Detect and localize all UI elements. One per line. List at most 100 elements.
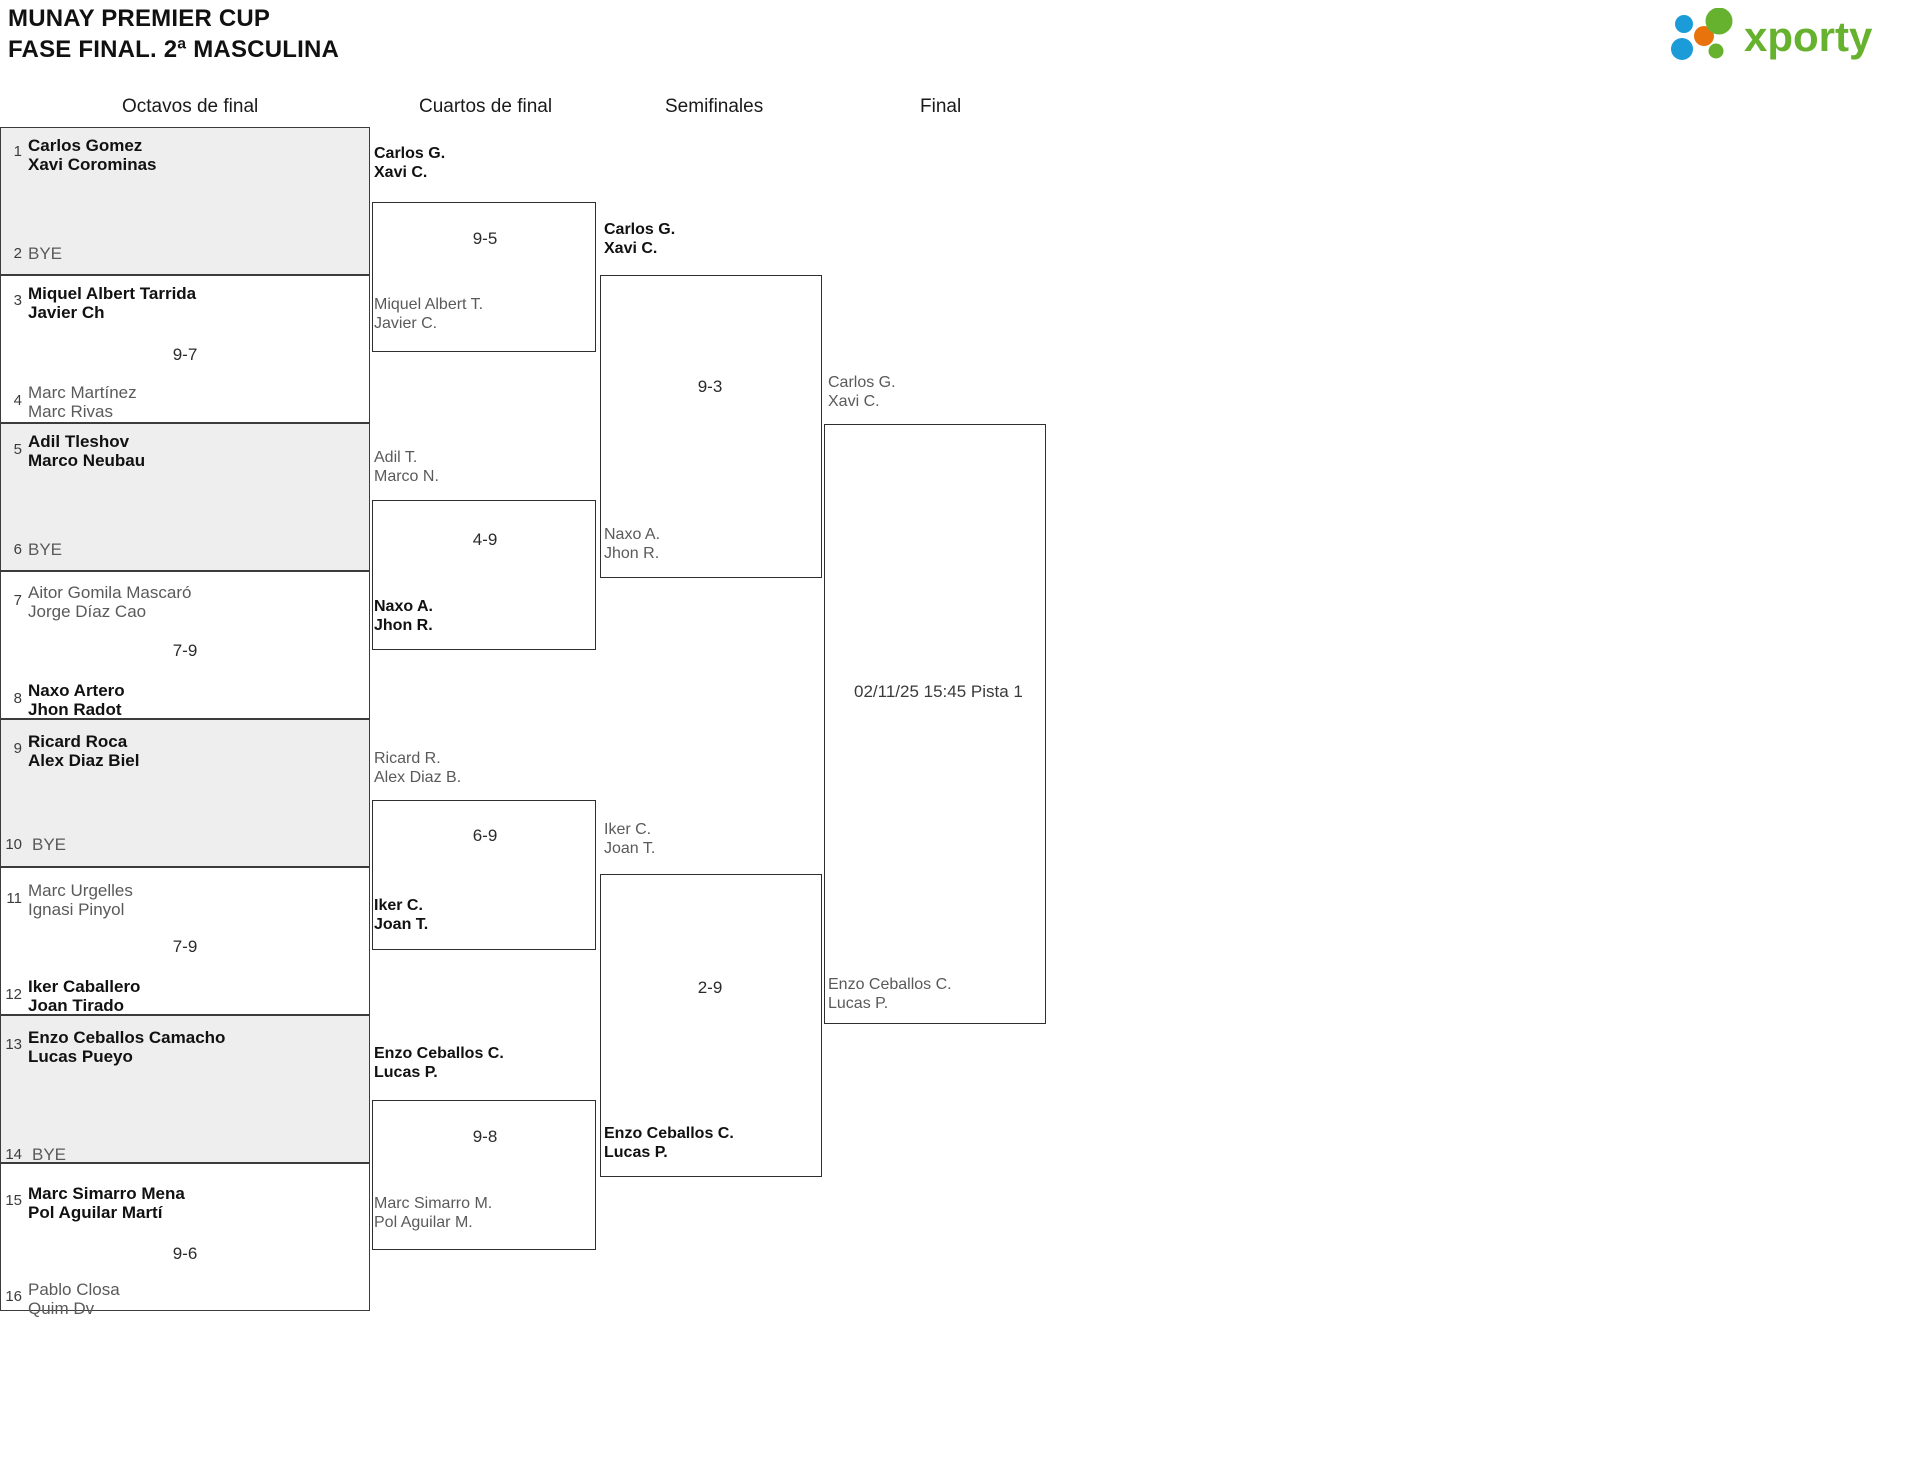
r16-seed-7: 7 — [13, 592, 22, 609]
qf-player-3a: Adil T. — [374, 449, 418, 466]
qf-player-8b: Pol Aguilar M. — [374, 1214, 473, 1231]
r16-seed-8: 8 — [13, 690, 22, 707]
r16-player-1a: Carlos Gomez — [28, 136, 143, 155]
r16-seed-14: 14 — [5, 1146, 22, 1163]
sf-player-1a: Carlos G. — [604, 221, 676, 238]
final-match-box[interactable] — [824, 424, 1046, 1024]
final-player-1a: Carlos G. — [828, 374, 896, 391]
qf-score-2: 4-9 — [472, 530, 498, 549]
qf-player-1b: Xavi C. — [374, 164, 428, 181]
round-header-cuartos: Cuartos de final — [419, 96, 553, 117]
qf-player-2a: Miquel Albert T. — [374, 296, 484, 313]
r16-player-12a: Iker Caballero — [28, 977, 141, 996]
qf-match-3-box[interactable] — [372, 800, 596, 950]
logo-dot-green-big — [1705, 7, 1733, 35]
sf-score-2: 2-9 — [697, 978, 723, 997]
r16-match-6-box[interactable] — [0, 867, 370, 1015]
r16-player-10a: BYE — [32, 835, 67, 854]
tournament-subtitle: FASE FINAL. 2ª MASCULINA — [8, 35, 340, 63]
r16-score-2: 9-7 — [172, 345, 198, 364]
sf-match-1-box[interactable] — [600, 275, 822, 578]
r16-score-8: 9-6 — [172, 1244, 198, 1263]
logo-wordmark: xporty — [1744, 13, 1873, 60]
sf-match-2-box[interactable] — [600, 874, 822, 1177]
r16-seed-5: 5 — [13, 441, 22, 458]
r16-match-8-box[interactable] — [0, 1163, 370, 1311]
logo-dot-blue-top — [1675, 15, 1693, 33]
r16-player-12b: Joan Tirado — [28, 996, 125, 1015]
logo-dot-green-small — [1708, 43, 1724, 59]
r16-seed-6: 6 — [13, 541, 22, 558]
qf-player-1a: Carlos G. — [374, 145, 446, 162]
qf-player-2b: Javier C. — [374, 315, 438, 332]
r16-player-13a: Enzo Ceballos Camacho — [28, 1028, 226, 1047]
r16-player-3a: Miquel Albert Tarrida — [28, 284, 197, 303]
r16-player-1b: Xavi Corominas — [28, 155, 157, 174]
r16-player-4a: Marc Martínez — [28, 383, 137, 402]
sf-player-2a: Naxo A. — [604, 526, 661, 543]
final-player-2b: Lucas P. — [828, 995, 889, 1012]
r16-seed-1: 1 — [13, 143, 22, 160]
r16-seed-12: 12 — [5, 986, 22, 1003]
r16-score-4: 7-9 — [172, 641, 198, 660]
logo-dot-orange — [1694, 26, 1714, 46]
r16-seed-16: 16 — [5, 1288, 22, 1305]
r16-player-16b: Quim Dv — [28, 1299, 95, 1318]
r16-match-5-box[interactable] — [0, 719, 370, 867]
r16-player-14a: BYE — [32, 1145, 67, 1164]
r16-player-9a: Ricard Roca — [28, 732, 128, 751]
r16-player-8a: Naxo Artero — [28, 681, 125, 700]
xporty-logo[interactable]: xporty — [1662, 7, 1902, 62]
r16-match-7-box[interactable] — [0, 1015, 370, 1163]
r16-seed-15: 15 — [5, 1192, 22, 1209]
round-header-final: Final — [920, 96, 962, 117]
final-player-1b: Xavi C. — [828, 393, 880, 410]
r16-player-11b: Ignasi Pinyol — [28, 900, 125, 919]
qf-score-4: 9-8 — [472, 1127, 498, 1146]
qf-match-4-box[interactable] — [372, 1100, 596, 1250]
r16-player-2a: BYE — [28, 244, 63, 263]
sf-player-3a: Iker C. — [604, 821, 652, 838]
round-header-octavos: Octavos de final — [122, 96, 259, 117]
final-player-2a: Enzo Ceballos C. — [828, 976, 952, 993]
sf-player-2b: Jhon R. — [604, 545, 660, 562]
r16-player-3b: Javier Ch — [28, 303, 105, 322]
r16-seed-4: 4 — [13, 392, 22, 409]
r16-player-7b: Jorge Díaz Cao — [28, 602, 147, 621]
r16-player-15a: Marc Simarro Mena — [28, 1184, 185, 1203]
logo-dot-blue-bottom — [1671, 38, 1693, 60]
r16-player-13b: Lucas Pueyo — [28, 1047, 133, 1066]
qf-player-4a: Naxo A. — [374, 598, 433, 615]
sf-player-4a: Enzo Ceballos C. — [604, 1125, 734, 1142]
r16-player-11a: Marc Urgelles — [28, 881, 133, 900]
page-header: MUNAY PREMIER CUP FASE FINAL. 2ª MASCULI… — [8, 4, 339, 65]
r16-seed-13: 13 — [5, 1036, 22, 1053]
qf-player-5b: Alex Diaz B. — [374, 769, 462, 786]
r16-match-4-box[interactable] — [0, 571, 370, 719]
r16-match-2-box[interactable] — [0, 275, 370, 423]
qf-score-1: 9-5 — [472, 229, 498, 248]
r16-score-6: 7-9 — [172, 937, 198, 956]
tournament-title: MUNAY PREMIER CUP — [8, 5, 271, 32]
qf-score-3: 6-9 — [472, 826, 498, 845]
qf-player-7b: Lucas P. — [374, 1064, 438, 1081]
r16-player-5b: Marco Neubau — [28, 451, 146, 470]
qf-match-1-box[interactable] — [372, 202, 596, 352]
qf-player-8a: Marc Simarro M. — [374, 1195, 493, 1212]
qf-player-6b: Joan T. — [374, 916, 429, 933]
round-header-semifinales: Semifinales — [665, 96, 764, 117]
xporty-logo-svg: xporty — [1671, 7, 1873, 60]
qf-match-2-box[interactable] — [372, 500, 596, 650]
sf-player-1b: Xavi C. — [604, 240, 658, 257]
r16-seed-2: 2 — [13, 245, 22, 262]
sf-score-1: 9-3 — [697, 377, 723, 396]
r16-player-9b: Alex Diaz Biel — [28, 751, 140, 770]
r16-seed-3: 3 — [13, 292, 22, 309]
r16-player-8b: Jhon Radot — [28, 700, 122, 719]
r16-seed-11: 11 — [6, 890, 22, 907]
qf-player-5a: Ricard R. — [374, 750, 441, 767]
r16-seed-9: 9 — [13, 740, 22, 757]
r16-match-3-box[interactable] — [0, 423, 370, 571]
qf-player-3b: Marco N. — [374, 468, 439, 485]
r16-match-1-box[interactable] — [0, 127, 370, 275]
